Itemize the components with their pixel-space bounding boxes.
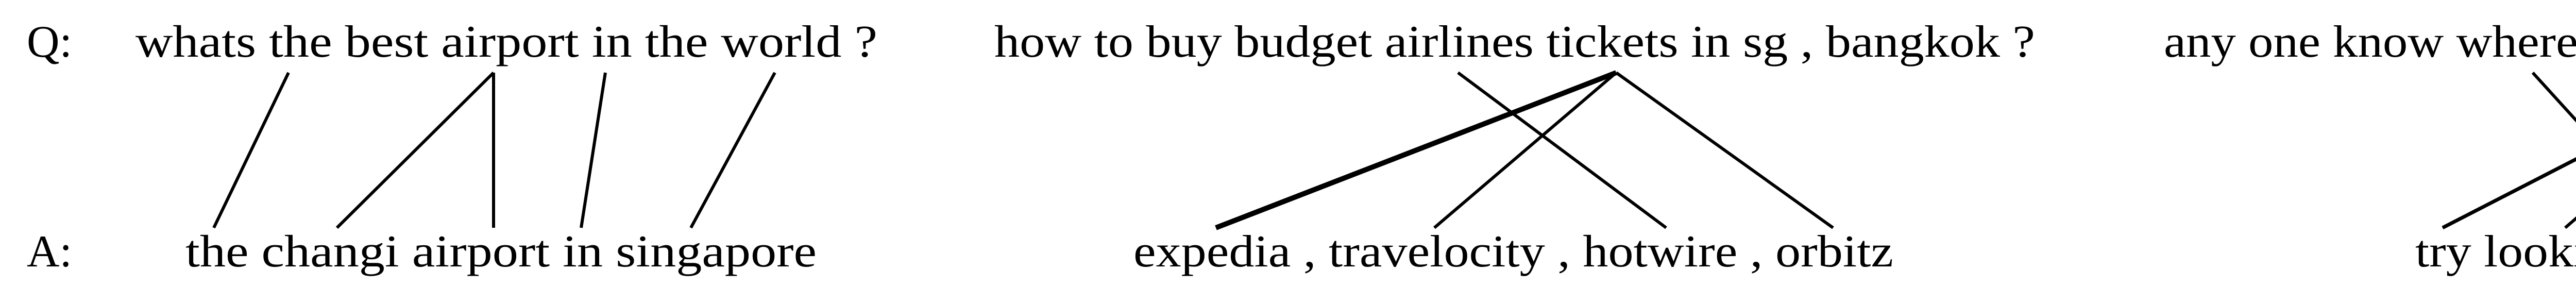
alignment-link — [689, 72, 776, 229]
alignment-link — [2531, 71, 2576, 123]
alignment-link — [1615, 71, 1834, 229]
alignment-link — [1433, 71, 1617, 229]
alignment-link — [335, 71, 495, 229]
alignment-link — [2564, 216, 2576, 229]
alignment-link — [2442, 157, 2576, 230]
alignment-link — [212, 72, 290, 229]
question-3-text: any one know where i can find piano shee… — [2164, 17, 2576, 67]
question-label: Q: — [27, 17, 72, 67]
answer-1-text: the changi airport in singapore — [185, 227, 817, 277]
answer-2-text: expedia , travelocity , hotwire , orbitz — [1133, 227, 1893, 277]
answer-3-text: try looking in a music store ! — [2415, 227, 2576, 277]
answer-label: A: — [27, 227, 72, 277]
question-1-text: whats the best airport in the world ? — [135, 17, 878, 67]
alignment-link — [580, 72, 607, 228]
alignment-link — [1457, 71, 1667, 229]
question-2-text: how to buy budget airlines tickets in sg… — [994, 17, 2035, 67]
alignment-link — [1215, 70, 1617, 230]
